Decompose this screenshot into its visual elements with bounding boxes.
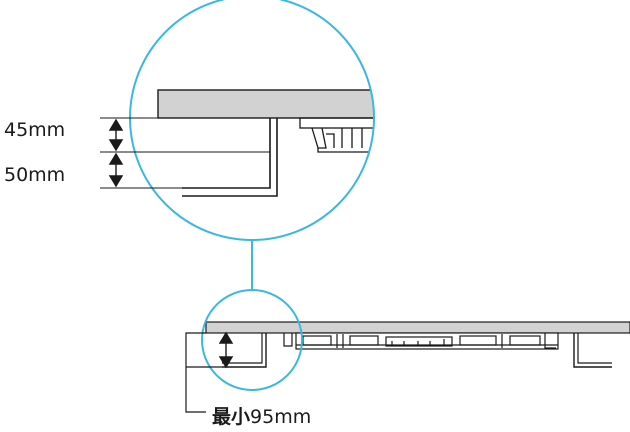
left-mount-hook: [222, 333, 267, 368]
tv-side-view: [205, 321, 630, 368]
right-mount-hook-inner: [577, 333, 612, 364]
dimension-label-50mm: 50mm: [4, 164, 66, 186]
min-value: 95mm: [250, 406, 312, 428]
chassis-block: [459, 335, 497, 346]
dim-arrow-45: [108, 118, 124, 152]
chassis-block: [349, 335, 379, 346]
chassis-block: [385, 336, 453, 347]
mount-hook-magnified-outer: [182, 118, 278, 197]
min-prefix: 最小: [212, 406, 251, 428]
zoom-circle-small: [201, 289, 303, 391]
dim-arrow-50: [108, 152, 124, 188]
min-dimension-arrow: [218, 331, 234, 369]
hinge-detail: [299, 117, 374, 153]
tv-panel-magnified: [157, 89, 374, 119]
magnified-detail: [130, 0, 374, 240]
hinge-bracket: [283, 333, 293, 347]
left-mount-hook-inner: [222, 333, 263, 364]
dimension-extension-lines: [100, 117, 270, 189]
dimension-label-min: 最小95mm: [212, 402, 311, 429]
min-leader-line: [185, 332, 206, 413]
dimension-label-45mm: 45mm: [4, 119, 66, 141]
tv-back-chassis: [295, 332, 559, 350]
tv-panel-bar: [205, 321, 630, 334]
chassis-block: [509, 335, 541, 346]
right-mount-hook: [573, 333, 612, 368]
chassis-edge: [544, 333, 556, 349]
mount-hook-magnified: [182, 118, 271, 189]
chassis-block: [302, 335, 332, 346]
